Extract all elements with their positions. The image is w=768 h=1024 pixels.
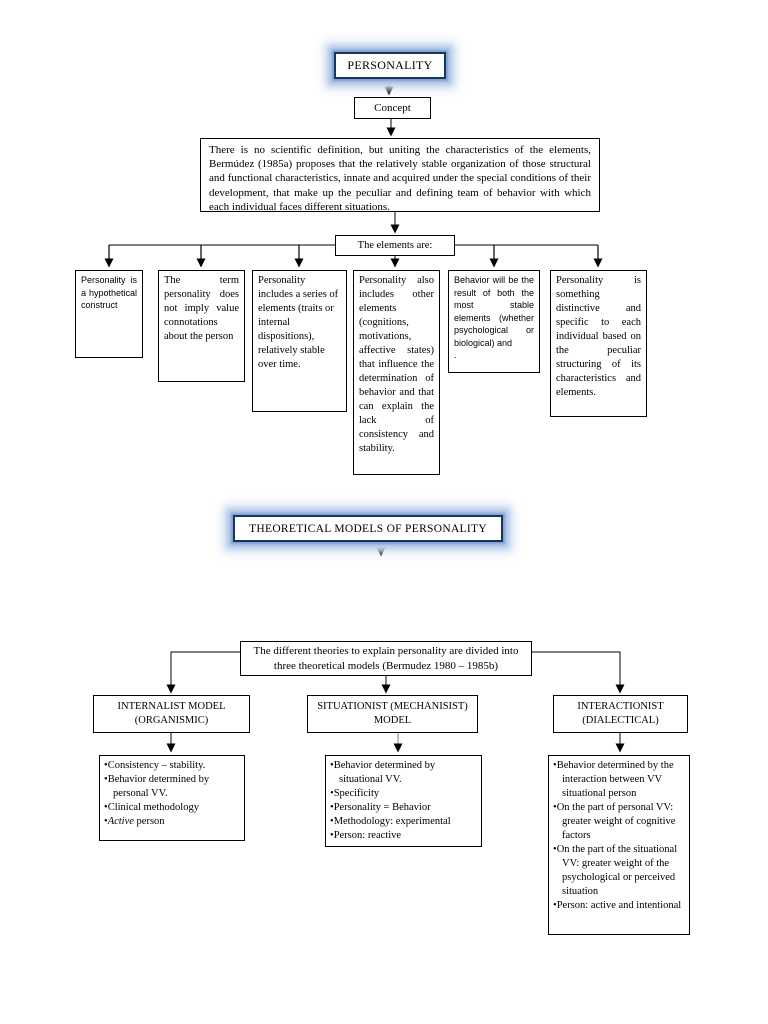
interactionist-header-line2: (DIALECTICAL) xyxy=(582,715,659,726)
elements-label: The elements are: xyxy=(357,240,433,251)
bullet-item: Person: reactive xyxy=(330,829,477,843)
bullet-item: Clinical methodology xyxy=(104,801,240,815)
interactionist-model-header: INTERACTIONIST (DIALECTICAL) xyxy=(553,695,688,733)
bullet-item: Consistency – stability. xyxy=(104,759,240,773)
bullet-item: On the part of personal VV: greater weig… xyxy=(553,801,685,843)
bullet-item: Behavior determined by situational VV. xyxy=(330,759,477,787)
situationist-header-line2: MODEL xyxy=(373,715,412,726)
element-box-no-value-connotations: The term personality does not imply valu… xyxy=(158,270,245,382)
bullet-item: Specificity xyxy=(330,787,477,801)
internalist-bullets-box: Consistency – stability. Behavior determ… xyxy=(99,755,245,841)
bullet-text: person xyxy=(133,816,165,827)
theoretical-models-title-box: THEORETICAL MODELS OF PERSONALITY xyxy=(233,515,503,542)
element-box-series-of-elements: Personality includes a series of element… xyxy=(252,270,347,412)
internalist-header-line1: INTERNALIST MODEL xyxy=(117,701,226,712)
personality-title-box: PERSONALITY xyxy=(334,52,446,79)
bullet-item: Active person xyxy=(104,815,240,829)
element-box-other-elements: Personality also includes other elements… xyxy=(353,270,440,475)
bullet-item: Personality = Behavior xyxy=(330,801,477,815)
personality-title: PERSONALITY xyxy=(347,58,433,72)
bullet-item: On the part of the situational VV: great… xyxy=(553,843,685,899)
concept-label: Concept xyxy=(374,102,411,114)
bullet-item: Person: active and intentional xyxy=(553,899,685,913)
theoretical-models-title: THEORETICAL MODELS OF PERSONALITY xyxy=(249,522,487,535)
interactionist-bullets-box: Behavior determined by the interaction b… xyxy=(548,755,690,935)
situationist-header-line1: SITUATIONIST (MECHANISIST) xyxy=(317,701,468,712)
bullet-item: Methodology: experimental xyxy=(330,815,477,829)
definition-box: There is no scientific definition, but u… xyxy=(200,138,600,213)
bullet-item: Behavior determined by personal VV. xyxy=(104,773,240,801)
element-box-distinctive-specific: Personality is something distinctive and… xyxy=(550,270,647,417)
bullet-italic-word: Active xyxy=(107,816,134,827)
element-box-hypothetical-construct: Personality is a hypothetical construct xyxy=(75,270,143,358)
theories-intro-box: The different theories to explain person… xyxy=(240,641,532,676)
situationist-model-header: SITUATIONIST (MECHANISIST) MODEL xyxy=(307,695,478,733)
interactionist-header-line1: INTERACTIONIST xyxy=(577,701,664,712)
elements-label-box: The elements are: xyxy=(335,235,455,256)
element-box-behavior-result-truncated: . xyxy=(454,350,457,360)
concept-box: Concept xyxy=(354,97,431,119)
bullet-item: Behavior determined by the interaction b… xyxy=(553,759,685,801)
internalist-header-line2: (ORGANISMIC) xyxy=(134,715,209,726)
situationist-bullets-box: Behavior determined by situational VV. S… xyxy=(325,755,482,847)
element-box-behavior-result: Behavior will be the result of both the … xyxy=(448,270,540,373)
element-box-behavior-result-text: Behavior will be the result of both the … xyxy=(454,275,534,348)
internalist-model-header: INTERNALIST MODEL (ORGANISMIC) xyxy=(93,695,250,733)
